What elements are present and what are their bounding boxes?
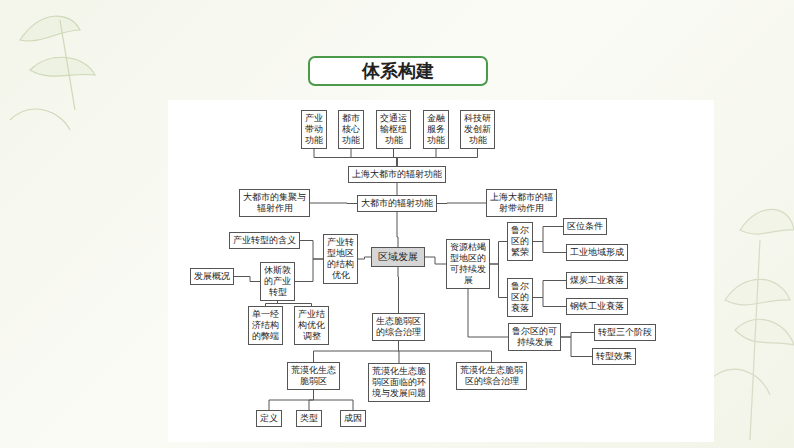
topic-box: 类型: [296, 410, 322, 427]
tree-connector: [425, 257, 446, 264]
tree-connector: [533, 281, 566, 298]
topic-text: 荒漠化生态脆弱区: [291, 365, 336, 387]
tree-connector: [561, 333, 594, 338]
topic-box: 鲁尔区的衰落: [507, 278, 533, 317]
tree-connector: [397, 183, 398, 195]
topic-box: 荒漠化生态脆弱区的综合治理: [456, 362, 527, 390]
topic-box: 单一经济结构的弊端: [248, 306, 283, 345]
topic-box: 上海大都市的辐射功能: [348, 166, 446, 183]
topic-box: 转型三个阶段: [594, 324, 656, 341]
tree-connector: [437, 203, 486, 205]
topic-text: 煤炭工业衰落: [570, 275, 624, 286]
topic-text: 产业转型的含义: [233, 235, 296, 246]
topic-text: 资源枯竭型地区的可持续发展: [450, 242, 486, 286]
topic-box: 生态脆弱区的综合治理: [372, 313, 425, 341]
tree-connector: [397, 149, 478, 166]
topic-text: 荒漠化生态脆弱区面临的环境与发展问题: [372, 366, 426, 399]
tree-connector: [397, 212, 398, 247]
tree-connector: [398, 267, 400, 313]
topic-box: 产业转型的含义: [229, 232, 300, 249]
topic-box: 煤炭工业衰落: [566, 272, 628, 289]
topic-text: 钢铁工业衰落: [570, 301, 624, 312]
tree-connector: [533, 298, 566, 307]
topic-box: 产业转型地区的结构优化: [323, 234, 358, 284]
topic-text: 生态脆弱区的综合治理: [376, 316, 421, 338]
topic-text: 产业转型地区的结构优化: [327, 237, 354, 281]
topic-text: 都市核心功能: [342, 113, 360, 146]
tree-connector: [490, 264, 507, 298]
topic-box: 大都市的辐射功能: [357, 195, 437, 212]
tree-connector: [468, 289, 508, 337]
topic-box: 科技研发创新功能: [460, 110, 495, 149]
tree-connector: [533, 227, 563, 242]
topic-text: 交通运输枢纽功能: [380, 113, 407, 146]
tree-connector: [309, 390, 314, 410]
diagram-panel: [168, 100, 714, 442]
topic-text: 鲁尔区的繁荣: [511, 225, 529, 258]
tree-connector: [295, 259, 323, 282]
topic-box: 发展概况: [190, 268, 234, 285]
topic-text: 上海大都市的辐射带动作用: [490, 192, 553, 214]
tree-connector: [399, 341, 492, 362]
tree-connector: [269, 390, 314, 410]
topic-box: 转型效果: [592, 348, 636, 365]
topic-box: 上海大都市的辐射带动作用: [486, 189, 557, 217]
topic-box: 定义: [256, 410, 282, 427]
topic-text: 成因: [344, 413, 362, 424]
topic-text: 区位条件: [567, 221, 603, 232]
topic-text: 产业带动功能: [305, 113, 323, 146]
topic-box: 大都市的集聚与辐射作用: [239, 189, 310, 217]
tree-connector: [351, 149, 397, 166]
tree-connector: [394, 149, 398, 166]
topic-box: 鲁尔区的可持续发展: [508, 323, 561, 351]
tree-connector: [314, 390, 354, 410]
topic-box: 都市核心功能: [338, 110, 364, 149]
topic-text: 荒漠化生态脆弱区的综合治理: [460, 365, 523, 387]
topic-text: 类型: [300, 413, 318, 424]
topic-text: 休斯敦的产业转型: [264, 265, 291, 298]
topic-text: 转型效果: [596, 351, 632, 362]
topic-text: 鲁尔区的可持续发展: [512, 326, 557, 348]
tree-connector: [310, 203, 357, 205]
topic-box: 钢铁工业衰落: [566, 298, 628, 315]
topic-text: 上海大都市的辐射功能: [352, 169, 442, 180]
topic-text: 发展概况: [194, 271, 230, 282]
topic-text: 金融服务功能: [427, 113, 445, 146]
tree-connector: [300, 241, 323, 260]
topic-box: 荒漠化生态脆弱区面临的环境与发展问题: [368, 363, 430, 402]
topic-text: 大都市的集聚与辐射作用: [243, 192, 306, 214]
tree-connector: [490, 242, 507, 265]
topic-text: 科技研发创新功能: [464, 113, 491, 146]
topic-box: 交通运输枢纽功能: [376, 110, 411, 149]
topic-text: 单一经济结构的弊端: [252, 309, 279, 342]
topic-box: 成因: [340, 410, 366, 427]
tree-connector: [561, 337, 592, 357]
tree-connector: [533, 242, 566, 253]
topic-text: 转型三个阶段: [598, 327, 652, 338]
topic-box: 休斯敦的产业转型: [260, 262, 295, 301]
topic-text: 工业地域形成: [570, 247, 624, 258]
topic-text: 定义: [260, 413, 278, 424]
title-text: 体系构建: [362, 60, 434, 81]
root-box: 区域发展: [371, 247, 425, 267]
topic-box: 鲁尔区的繁荣: [507, 222, 533, 261]
topic-text: 大都市的辐射功能: [361, 198, 433, 209]
topic-text: 鲁尔区的衰落: [511, 281, 529, 314]
topic-box: 荒漠化生态脆弱区: [287, 362, 340, 390]
topic-box: 产业结构优化调整: [294, 306, 329, 345]
topic-text: 产业结构优化调整: [298, 309, 325, 342]
topic-box: 金融服务功能: [423, 110, 449, 149]
tree-connector: [314, 149, 397, 166]
tree-connector: [358, 257, 371, 259]
topic-text: 区域发展: [378, 251, 418, 263]
section-title: 体系构建: [308, 56, 488, 86]
topic-box: 工业地域形成: [566, 244, 628, 261]
tree-connector: [234, 277, 260, 282]
topic-box: 产业带动功能: [301, 110, 327, 149]
topic-box: 区位条件: [563, 218, 607, 235]
topic-box: 资源枯竭型地区的可持续发展: [446, 239, 490, 289]
